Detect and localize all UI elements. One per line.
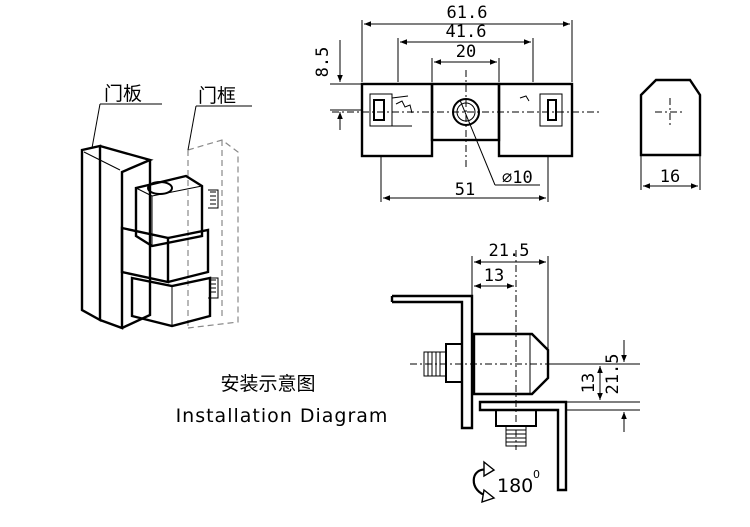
dim-install-vertical-small: 13 <box>579 373 599 393</box>
caption-english: Installation Diagram <box>176 405 389 427</box>
dim-center-width: 20 <box>456 42 476 62</box>
dim-hole-diameter: ∅10 <box>502 168 533 188</box>
label-rotation: 180 <box>497 475 533 497</box>
dim-inner-width: 41.6 <box>446 22 487 42</box>
dim-overall-width: 61.6 <box>447 3 488 23</box>
side-view <box>639 78 702 190</box>
dim-install-vertical-large: 21.5 <box>603 354 623 395</box>
isometric-view <box>80 103 252 330</box>
dim-side-width: 16 <box>660 167 680 187</box>
label-door-panel: 门板 <box>104 83 142 105</box>
label-rotation-unit: 0 <box>533 468 540 481</box>
dim-height: 8.5 <box>313 47 333 78</box>
label-door-frame: 门框 <box>198 85 236 107</box>
caption-chinese: 安装示意图 <box>220 373 315 395</box>
installation-view <box>390 250 640 504</box>
dim-install-offset-inner: 13 <box>484 266 504 286</box>
front-view <box>330 20 600 202</box>
dim-base-width: 51 <box>455 180 475 200</box>
dim-install-offset: 21.5 <box>489 241 530 261</box>
